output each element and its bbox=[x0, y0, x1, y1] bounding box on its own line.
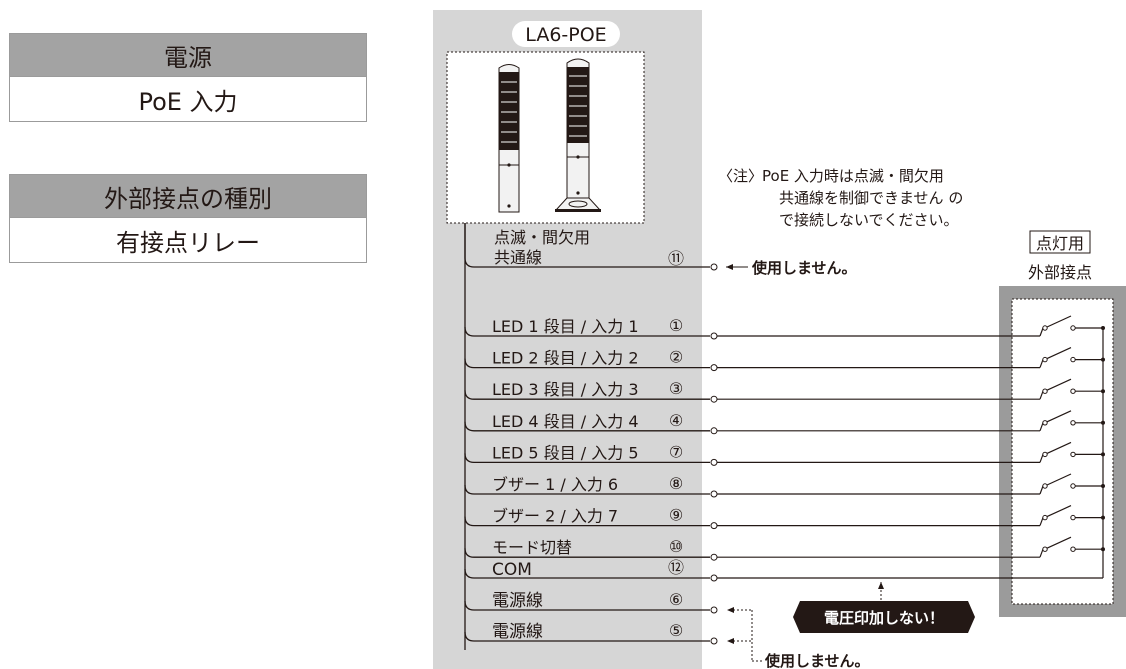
relay-contact bbox=[1039, 378, 1105, 400]
contact-type-spec-table: 外部接点の種別 有接点リレー bbox=[9, 174, 367, 263]
signal-wire-label: LED 5 段目 / 入力 5 bbox=[492, 443, 639, 462]
note-prefix: 〈注〉 bbox=[718, 167, 763, 185]
power-spec-value: PoE 入力 bbox=[10, 76, 366, 121]
signal-terminal-number: ⑨ bbox=[669, 506, 683, 525]
product-image-box bbox=[446, 51, 645, 224]
contact-box-title: 点灯用 bbox=[1036, 234, 1084, 253]
warning-text: 電圧印加しない！ bbox=[824, 609, 944, 627]
bus-junction-dot bbox=[1101, 484, 1105, 488]
flash-common-unused-note: 使用しません。 bbox=[751, 259, 857, 277]
note-line-1: PoE 入力時は点滅・間欠用 bbox=[762, 167, 944, 185]
signal-terminal-number: ⑦ bbox=[669, 442, 683, 461]
relay-contact bbox=[1039, 347, 1105, 368]
signal-terminal-number: ⑩ bbox=[669, 537, 683, 556]
power-wire-2 bbox=[464, 631, 718, 645]
relay-contact bbox=[1039, 315, 1105, 337]
bus-junction-dot bbox=[1101, 452, 1105, 457]
signal-wire-label: ブザー 1 / 入力 6 bbox=[492, 475, 618, 494]
model-label-pill bbox=[512, 21, 620, 47]
signal-wire bbox=[464, 548, 1040, 561]
power-wire-2-number: ⑤ bbox=[669, 621, 683, 640]
relay-contact bbox=[1039, 410, 1105, 432]
power-wire-1 bbox=[464, 600, 718, 614]
signal-terminal-number: ① bbox=[669, 316, 683, 335]
power-spec-header: 電源 bbox=[10, 34, 366, 76]
signal-wire bbox=[464, 358, 1040, 372]
power-unused-arrow-1 bbox=[727, 607, 734, 613]
signal-wire bbox=[464, 326, 1040, 340]
signal-wire bbox=[464, 516, 1040, 530]
signal-terminal-number: ④ bbox=[669, 411, 683, 430]
signal-tower-small-icon bbox=[498, 64, 520, 213]
contact-box-subtitle: 外部接点 bbox=[1028, 263, 1092, 282]
flash-common-terminal bbox=[710, 263, 718, 271]
bus-junction-dot bbox=[1101, 515, 1105, 520]
com-wire-label: COM bbox=[492, 560, 532, 580]
signal-wire-label: ブザー 2 / 入力 7 bbox=[492, 507, 618, 526]
bus-junction-dot bbox=[1101, 420, 1105, 425]
power-spec-table: 電源 PoE 入力 bbox=[9, 33, 367, 122]
relay-contact bbox=[1039, 441, 1105, 463]
bus-junction-dot bbox=[1101, 357, 1105, 362]
flash-common-terminal-number: ⑪ bbox=[668, 249, 684, 268]
flash-common-label-line1: 点滅・間欠用 bbox=[494, 228, 590, 247]
note-line-2: 共通線を制御できません の bbox=[779, 189, 963, 207]
signal-terminal-number: ② bbox=[669, 348, 683, 367]
signal-wire bbox=[464, 421, 1040, 435]
bus-junction-dot bbox=[1101, 547, 1105, 552]
model-label: LA6-POE bbox=[525, 24, 606, 46]
relay-contact bbox=[1039, 536, 1105, 558]
signal-terminal-number: ③ bbox=[669, 379, 683, 398]
signal-wire-label: LED 4 段目 / 入力 4 bbox=[492, 412, 639, 431]
power-unused-arrow-2 bbox=[727, 638, 734, 644]
signal-wire-label: LED 2 段目 / 入力 2 bbox=[492, 349, 639, 368]
cable-trunk bbox=[464, 223, 710, 650]
relay-contact bbox=[1039, 473, 1105, 495]
signal-wire bbox=[464, 453, 1040, 466]
contact-type-header: 外部接点の種別 bbox=[10, 175, 366, 217]
signal-wire bbox=[464, 484, 1040, 498]
signal-tower-base-icon bbox=[554, 58, 602, 212]
power-unused-bracket bbox=[729, 609, 762, 662]
signal-wire-label: LED 1 段目 / 入力 1 bbox=[492, 317, 639, 336]
warning-badge bbox=[793, 601, 975, 633]
com-terminal-number: ⑫ bbox=[668, 558, 684, 577]
contact-box-title-frame bbox=[1029, 230, 1091, 254]
power-wire-1-number: ⑥ bbox=[669, 590, 683, 609]
com-wire bbox=[464, 568, 1104, 582]
flash-common-label-line2: 共通線 bbox=[494, 248, 542, 267]
signal-wire-label: モード切替 bbox=[492, 538, 572, 557]
signal-wire-label: LED 3 段目 / 入力 3 bbox=[492, 380, 639, 399]
external-contact-box bbox=[1011, 298, 1114, 605]
signal-terminal-number: ⑧ bbox=[669, 474, 683, 493]
power-wire-2-label: 電源線 bbox=[492, 622, 543, 642]
signal-wire bbox=[464, 390, 1040, 403]
power-wire-1-label: 電源線 bbox=[492, 591, 543, 611]
contact-type-value: 有接点リレー bbox=[10, 217, 366, 262]
bus-junction-dot bbox=[1101, 326, 1105, 330]
bus-junction-dot bbox=[1101, 389, 1105, 394]
relay-contact bbox=[1039, 505, 1105, 526]
note-line-3: で接続しないでください。 bbox=[779, 211, 959, 229]
power-unused-note: 使用しません。 bbox=[764, 652, 870, 669]
